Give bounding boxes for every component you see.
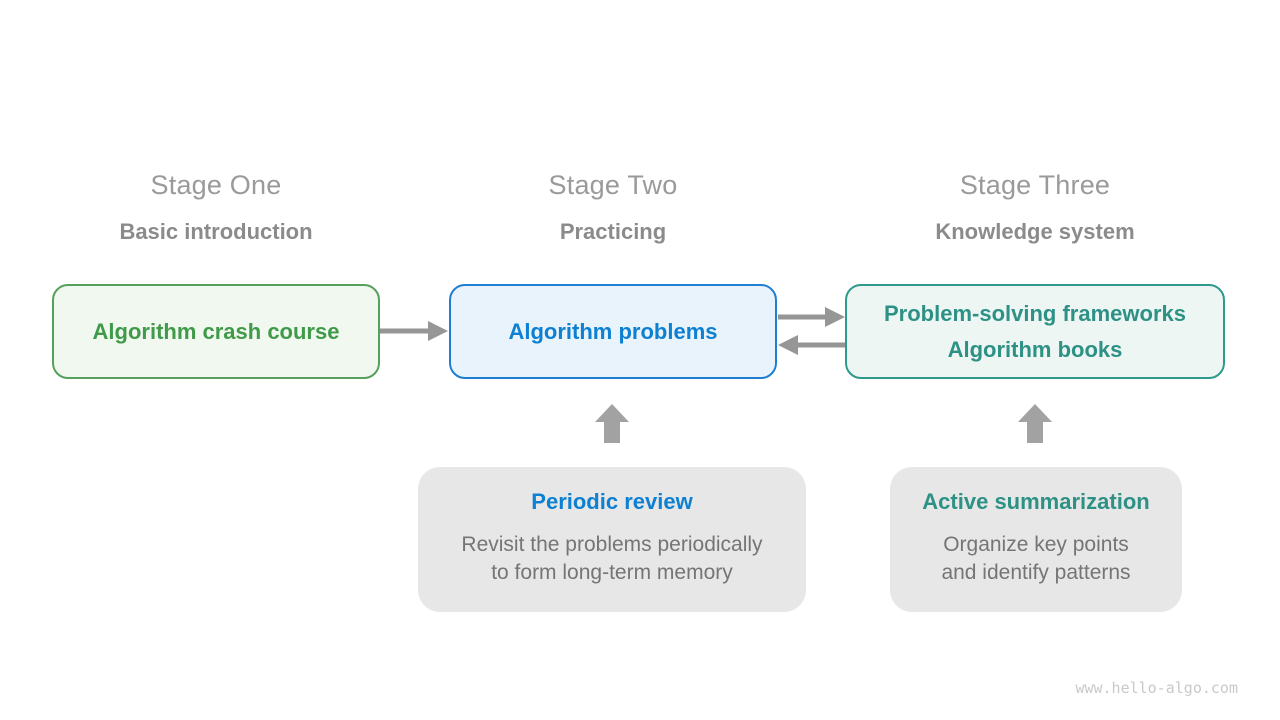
up-arrow-icon (595, 404, 629, 443)
box-label: Algorithm problems (508, 318, 718, 344)
algorithm-crash-course-box: Algorithm crash course (52, 284, 380, 379)
stage-three-title: Stage Three (959, 170, 1111, 200)
note-title: Active summarization (922, 489, 1150, 514)
note-body-line1: Revisit the problems periodically (461, 533, 763, 556)
note-title: Periodic review (531, 489, 693, 514)
stage-two-title: Stage Two (548, 170, 678, 200)
active-summarization-note: Active summarization Organize key points… (890, 467, 1182, 612)
right-arrow-icon (380, 321, 448, 341)
stage-one-subtitle: Basic introduction (119, 219, 313, 244)
algorithm-problems-box: Algorithm problems (449, 284, 777, 379)
note-body-line2: and identify patterns (941, 561, 1131, 584)
stage-two-subtitle: Practicing (559, 219, 667, 244)
stage-three-subtitle: Knowledge system (935, 219, 1135, 244)
right-arrow-icon (778, 307, 845, 327)
stage-one-title: Stage One (150, 170, 282, 200)
note-body-line1: Organize key points (943, 533, 1129, 556)
left-arrow-icon (778, 335, 845, 355)
periodic-review-note: Periodic review Revisit the problems per… (418, 467, 806, 612)
knowledge-system-box: Problem-solving frameworks Algorithm boo… (845, 284, 1225, 379)
up-arrow-icon (1018, 404, 1052, 443)
watermark: www.hello-algo.com (1075, 679, 1238, 697)
box-label-line1: Problem-solving frameworks (884, 300, 1186, 326)
note-body-line2: to form long-term memory (491, 561, 733, 584)
box-label: Algorithm crash course (92, 318, 340, 344)
box-label-line2: Algorithm books (947, 336, 1123, 362)
